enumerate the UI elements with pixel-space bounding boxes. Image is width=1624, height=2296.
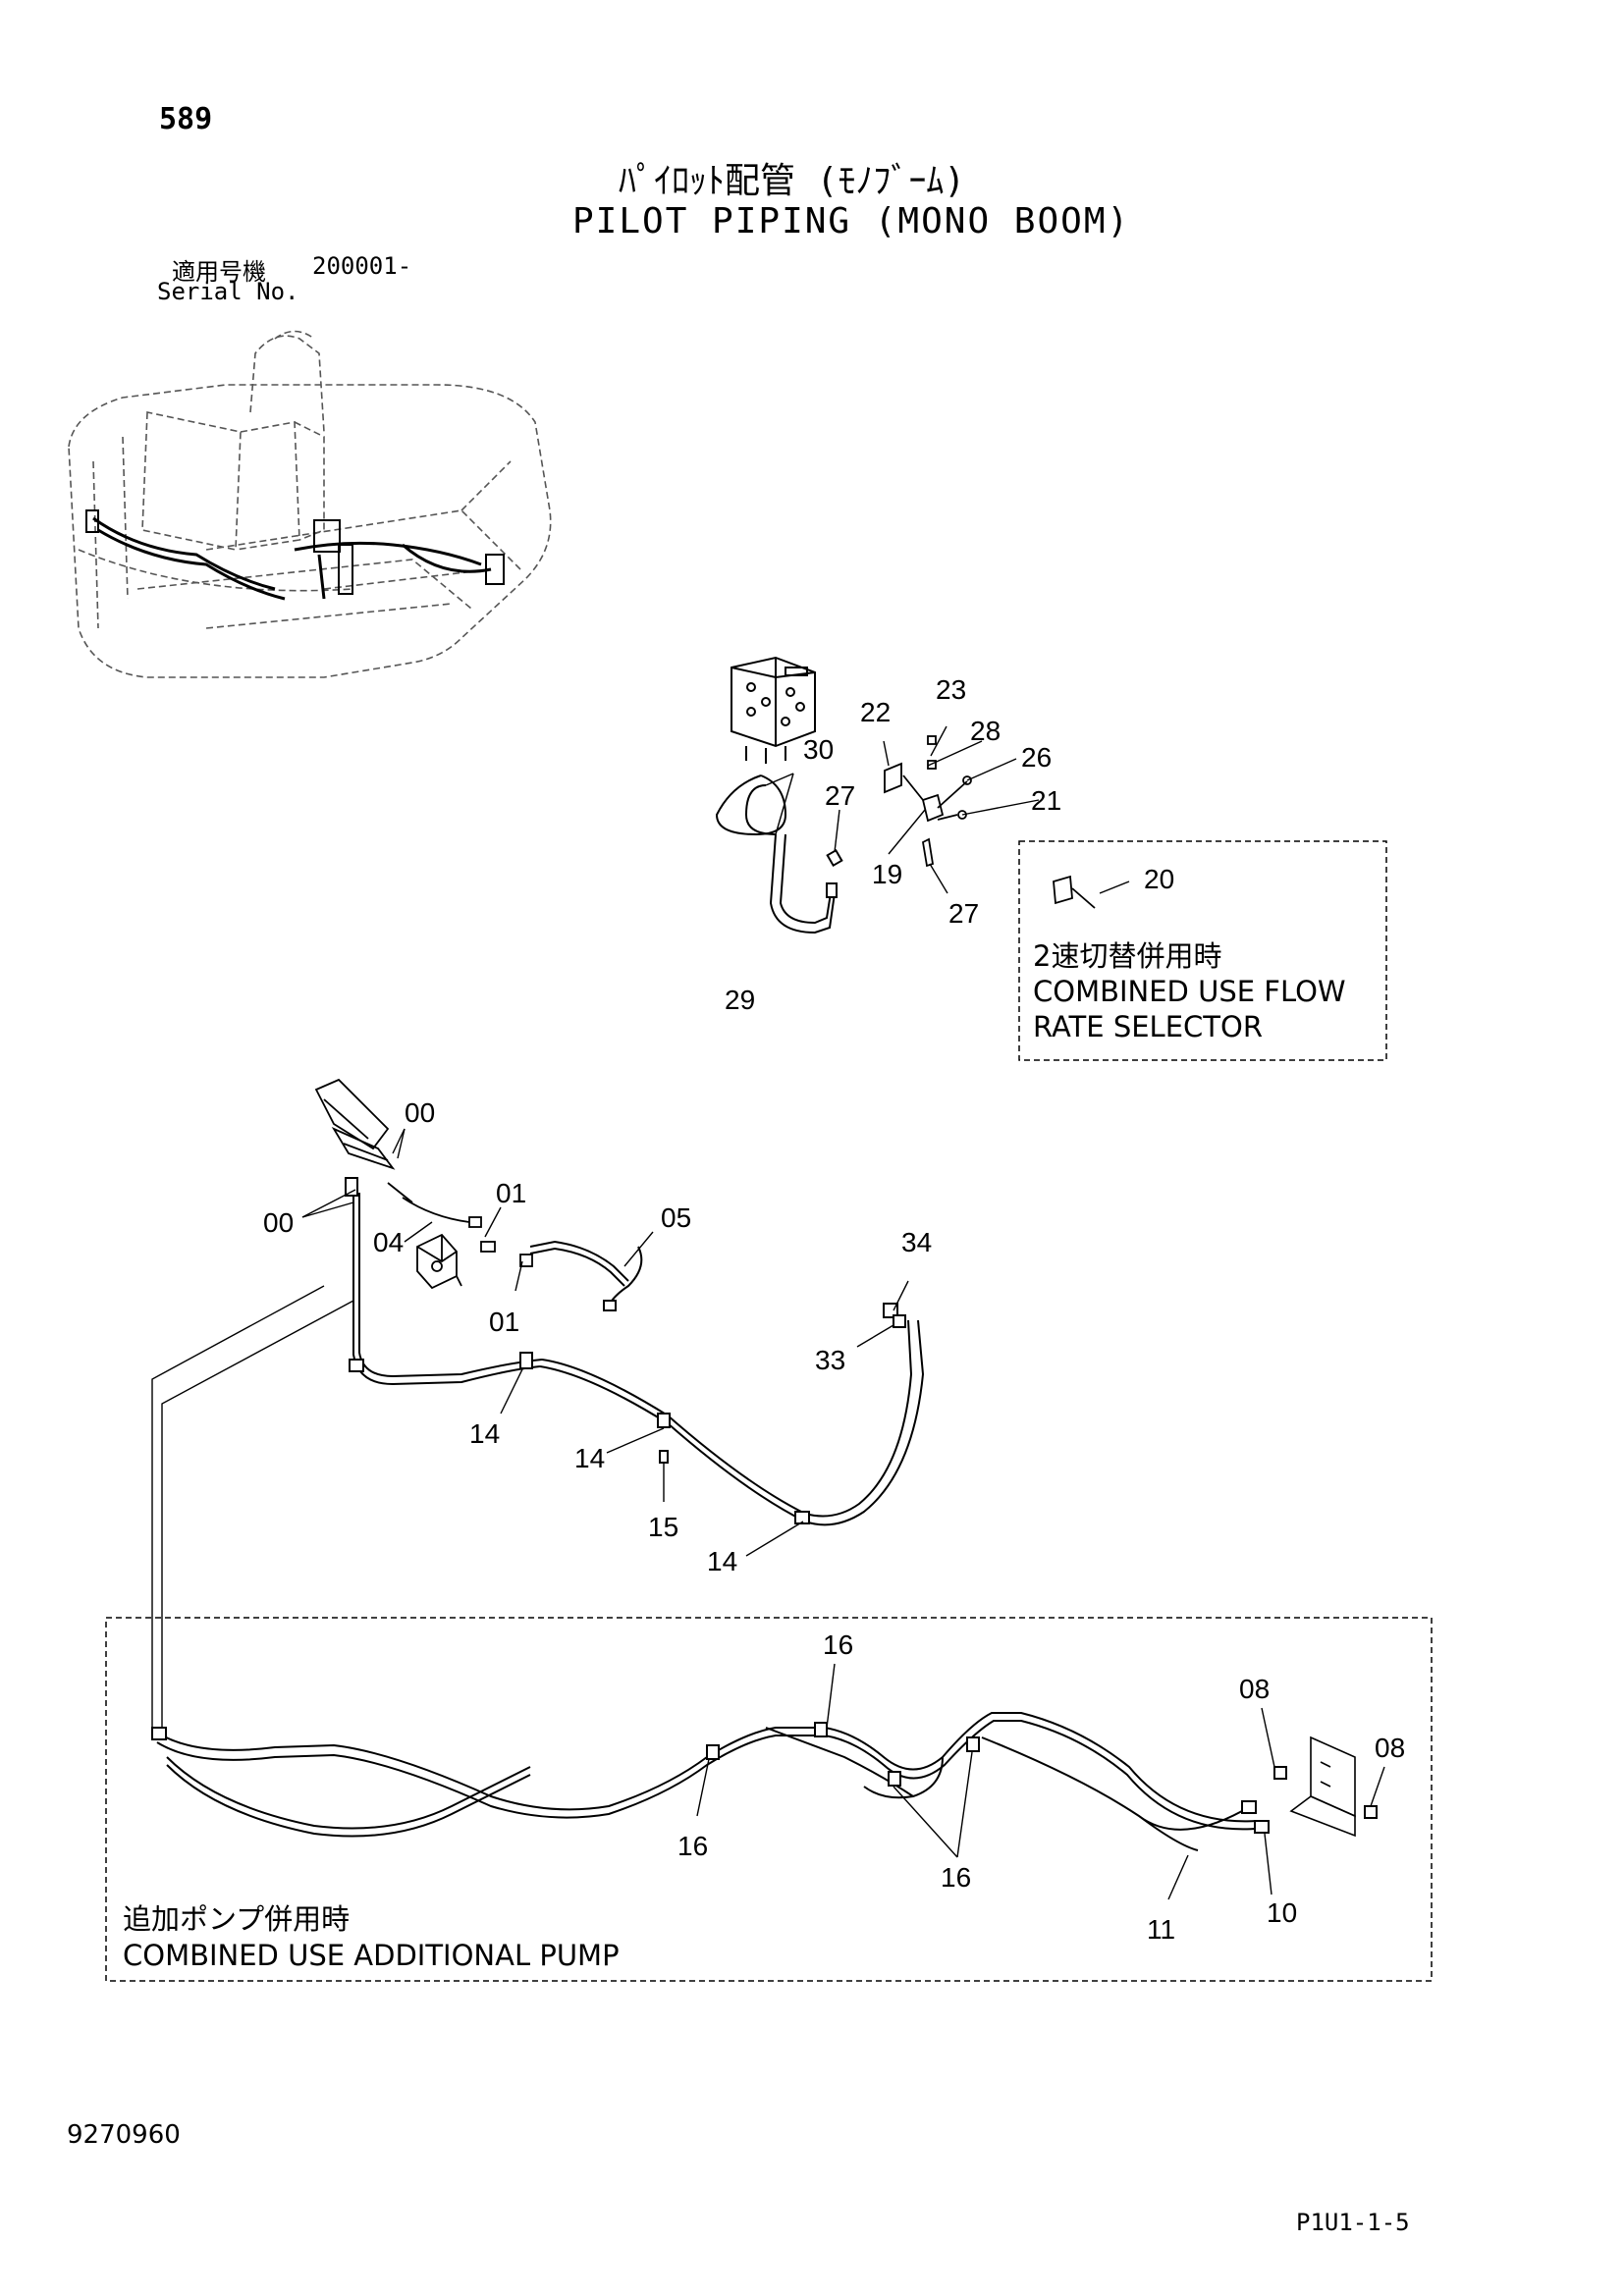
additional-pump-label-english: COMBINED USE ADDITIONAL PUMP [123,1939,620,1972]
serial-value: 200001- [312,252,412,280]
additional-pump-bracket [1289,1735,1356,1838]
callout-04: 04 [373,1227,404,1257]
callout-labels: 23 22 28 26 30 27 21 19 27 20 29 00 00 0… [263,674,1405,1945]
title-english: PILOT PIPING (MONO BOOM) [572,201,1131,241]
additional-pump-piping [151,1712,1378,1851]
callout-08-right: 08 [1375,1733,1405,1763]
callout-23: 23 [936,674,966,705]
callout-00-lower: 00 [263,1207,294,1238]
callout-29: 29 [725,985,755,1015]
callout-22: 22 [860,697,891,727]
callout-16-left: 16 [677,1831,708,1861]
callout-16-top: 16 [823,1629,853,1660]
flow-rate-label-english-1: COMBINED USE FLOW [1033,975,1346,1008]
excavator-pilot-lines [85,509,505,601]
callout-20: 20 [1144,864,1174,894]
additional-pump-box [105,1617,1433,1982]
callout-10: 10 [1267,1897,1297,1928]
callout-15: 15 [648,1512,678,1542]
serial-label-english: Serial No. [157,278,299,305]
callout-14-middle: 14 [574,1443,605,1473]
bracket-group [884,735,972,868]
excavator-overview-illustration [68,330,552,678]
callout-19: 19 [872,859,902,889]
pilot-hose-29 [715,774,843,934]
callout-08-left: 08 [1239,1674,1270,1704]
callout-30: 30 [803,734,834,765]
callout-14-left: 14 [469,1418,500,1449]
page-code: P1U1-1-5 [1296,2209,1410,2236]
shuttle-valve-bracket [387,1182,533,1290]
callout-14-right: 14 [707,1546,737,1576]
leader-lines [301,725,1385,1900]
control-valve-block [731,656,816,764]
drawing-number: 9270960 [67,2120,181,2150]
title-japanese: ﾊﾟｲﾛｯﾄ配管 (ﾓﾉﾌﾞｰﾑ) [619,161,966,201]
callout-16-bottom: 16 [941,1862,971,1893]
flow-rate-selector-box [1018,840,1387,1061]
serial-label-japanese: 適用号機 [172,258,266,286]
callout-01-lower: 01 [489,1307,519,1337]
travel-pedal [314,1078,396,1170]
callout-01-upper: 01 [496,1178,526,1208]
pedal-piping [345,1177,925,1526]
selector-valve [1053,875,1096,909]
pilot-hose-05 [529,1240,643,1311]
callout-27-top: 27 [825,780,855,811]
callout-00-upper: 00 [405,1097,435,1128]
callout-21: 21 [1031,785,1061,816]
callout-26: 26 [1021,742,1052,773]
callout-34: 34 [901,1227,932,1257]
flow-rate-label-japanese: 2速切替併用時 [1033,939,1222,973]
callout-33: 33 [815,1345,845,1375]
callout-11: 11 [1147,1914,1175,1945]
flow-rate-label-english-2: RATE SELECTOR [1033,1010,1263,1043]
phantom-connector [151,1285,354,1728]
callout-05: 05 [661,1202,691,1233]
callout-27-bottom: 27 [948,898,979,929]
callout-28: 28 [970,716,1001,746]
page-number: 589 [159,102,213,136]
additional-pump-label-japanese: 追加ポンプ併用時 [123,1902,351,1936]
